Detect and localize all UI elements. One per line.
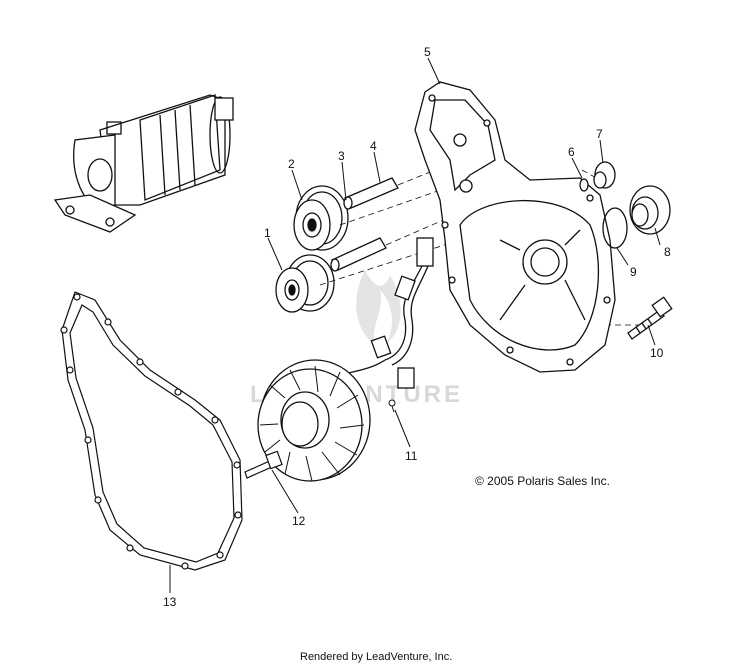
callout-13: 13 bbox=[163, 595, 177, 609]
flame-logo-icon bbox=[356, 270, 401, 345]
starter-motor-icon bbox=[53, 94, 234, 233]
callout-2: 2 bbox=[288, 157, 295, 171]
bolt-icon bbox=[627, 296, 673, 340]
bolt-icon bbox=[244, 450, 283, 479]
callout-10: 10 bbox=[650, 346, 664, 360]
copyright-text: © 2005 Polaris Sales Inc. bbox=[475, 474, 610, 488]
callout-8: 8 bbox=[664, 245, 671, 259]
gasket-icon bbox=[60, 291, 243, 571]
callout-11: 11 bbox=[405, 449, 418, 463]
o-ring-icon bbox=[602, 207, 628, 249]
stator-icon bbox=[257, 359, 371, 482]
callout-6: 6 bbox=[568, 145, 575, 159]
callout-7: 7 bbox=[596, 127, 603, 141]
callout-12: 12 bbox=[292, 514, 306, 528]
callout-1: 1 bbox=[264, 226, 271, 240]
callout-3: 3 bbox=[338, 149, 345, 163]
callout-4: 4 bbox=[370, 139, 377, 153]
callout-9: 9 bbox=[630, 265, 637, 279]
shaft-icon bbox=[330, 177, 399, 272]
footer-credit: Rendered by LeadVenture, Inc. bbox=[300, 651, 452, 663]
leader-lines bbox=[169, 57, 661, 593]
gear-icon bbox=[275, 254, 335, 313]
screw-icon bbox=[388, 399, 396, 413]
o-ring-icon bbox=[579, 178, 589, 192]
callout-5: 5 bbox=[424, 45, 431, 59]
callout-labels: 1 2 3 4 5 6 7 8 9 10 11 12 13 bbox=[163, 45, 671, 609]
seal-icon bbox=[579, 161, 671, 249]
wire-harness-icon bbox=[339, 237, 434, 389]
gear-icon bbox=[293, 185, 349, 251]
cover-icon bbox=[414, 81, 616, 373]
